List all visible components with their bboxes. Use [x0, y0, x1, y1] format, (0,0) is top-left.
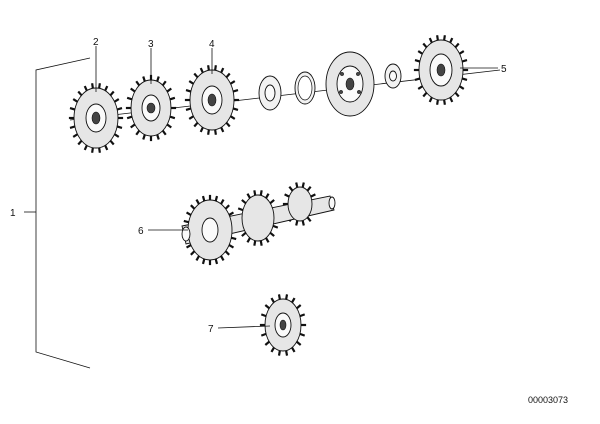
- callout-3: 3: [148, 39, 154, 50]
- thrust-washer: [384, 63, 402, 89]
- shaft-6-gear-mid: [241, 194, 275, 242]
- gear-3: [130, 79, 172, 137]
- callout-5: 5: [501, 64, 507, 75]
- callout-4: 4: [209, 39, 215, 50]
- snap-ring: [294, 71, 316, 105]
- gear-5: [418, 39, 464, 101]
- callout-7: 7: [208, 324, 214, 335]
- callout-1: 1: [10, 208, 16, 219]
- gear-4-teeth: [184, 65, 240, 135]
- callout-2: 2: [93, 37, 99, 48]
- gear-7: [264, 298, 302, 352]
- cluster-shaft-6: [181, 186, 336, 261]
- synchro-hub: [325, 51, 375, 117]
- gear-5-teeth: [413, 35, 469, 105]
- assembly-bracket: [24, 57, 91, 369]
- washer-small: [258, 75, 282, 111]
- shaft-6-gear-small: [287, 186, 313, 222]
- gear-2-teeth: [68, 83, 124, 153]
- gear-2: [73, 87, 119, 149]
- reference-number: 00003073: [528, 395, 568, 405]
- gear-7-teeth: [259, 294, 307, 356]
- gear-4: [189, 69, 235, 131]
- callout-6: 6: [138, 226, 144, 237]
- leader-lines: [95, 46, 498, 329]
